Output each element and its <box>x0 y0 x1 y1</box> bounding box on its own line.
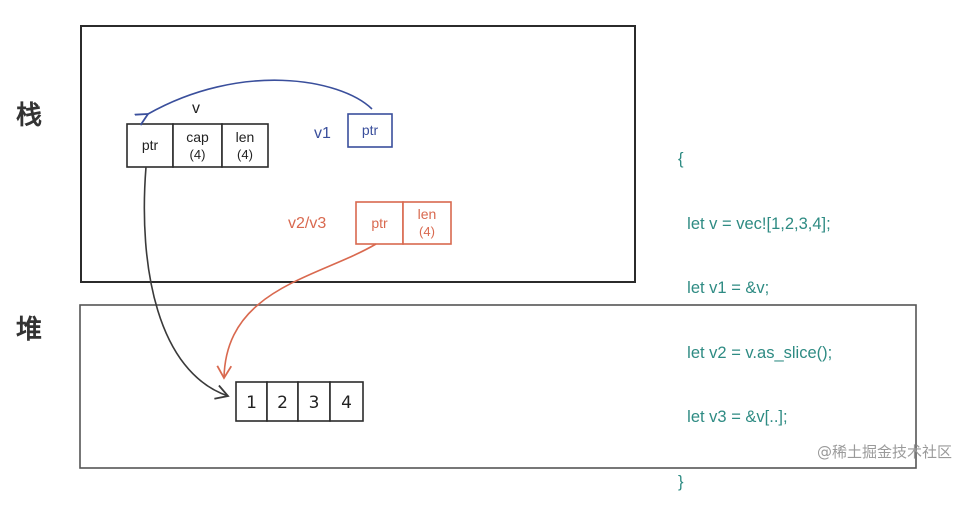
heap-value-1: 2 <box>277 393 288 413</box>
vec-len-cell <box>221 123 269 168</box>
v1-name-label: v1 <box>314 125 331 142</box>
heap-value-3: 4 <box>341 393 352 413</box>
v1-ptr-cell <box>347 113 393 148</box>
heap-cell-0 <box>235 381 268 422</box>
code-line: let v = vec![1,2,3,4]; <box>678 214 831 233</box>
v1-ptr-text: ptr <box>362 122 379 138</box>
heap-cell-3 <box>329 381 364 422</box>
v1-to-v-arrow <box>148 79 373 114</box>
heap-value-2: 3 <box>309 393 320 413</box>
vec-cap-cell <box>172 123 223 168</box>
vec-struct: ptr cap (4) len (4) <box>126 123 269 168</box>
vec-cap-text: cap <box>186 129 209 145</box>
heap-label: 堆 <box>16 315 42 345</box>
code-line: let v2 = v.as_slice(); <box>678 343 833 362</box>
vec-len-text: len <box>236 129 255 145</box>
code-line: let v3 = &v[..]; <box>678 408 788 426</box>
v2v3-len-text: len <box>418 206 437 222</box>
heap-array: 1 2 3 4 <box>235 381 364 422</box>
code-line: } <box>678 472 684 491</box>
heap-value-0: 1 <box>246 393 257 413</box>
v2v3-ptr-text: ptr <box>371 215 388 231</box>
v2v3-len-cell <box>402 201 452 245</box>
watermark: @稀土掘金技术社区 <box>816 443 952 461</box>
vec-len-value: (4) <box>237 147 253 162</box>
heap-frame <box>79 304 917 469</box>
stack-frame <box>80 25 636 283</box>
v2v3-name-label: v2/v3 <box>288 215 326 232</box>
stack-label: 栈 <box>16 101 42 131</box>
vec-name-label: v <box>192 100 200 117</box>
memory-layout-diagram: 栈 堆 v ptr cap (4) len (4) v1 ptr v2/v3 p… <box>16 25 917 469</box>
code-line: let v1 = &v; <box>678 279 770 297</box>
v2v3-len-value: (4) <box>419 224 435 239</box>
vec-ptr-text: ptr <box>142 137 159 153</box>
code-block: { let v = vec![1,2,3,4]; let v1 = &v; le… <box>678 106 832 515</box>
v2v3-ptr-to-heap-arrow <box>216 243 377 380</box>
code-line: { <box>678 150 684 168</box>
vec-cap-value: (4) <box>190 147 206 162</box>
v2v3-ptr-cell <box>355 201 404 245</box>
v-ptr-to-heap-arrow <box>143 166 230 400</box>
